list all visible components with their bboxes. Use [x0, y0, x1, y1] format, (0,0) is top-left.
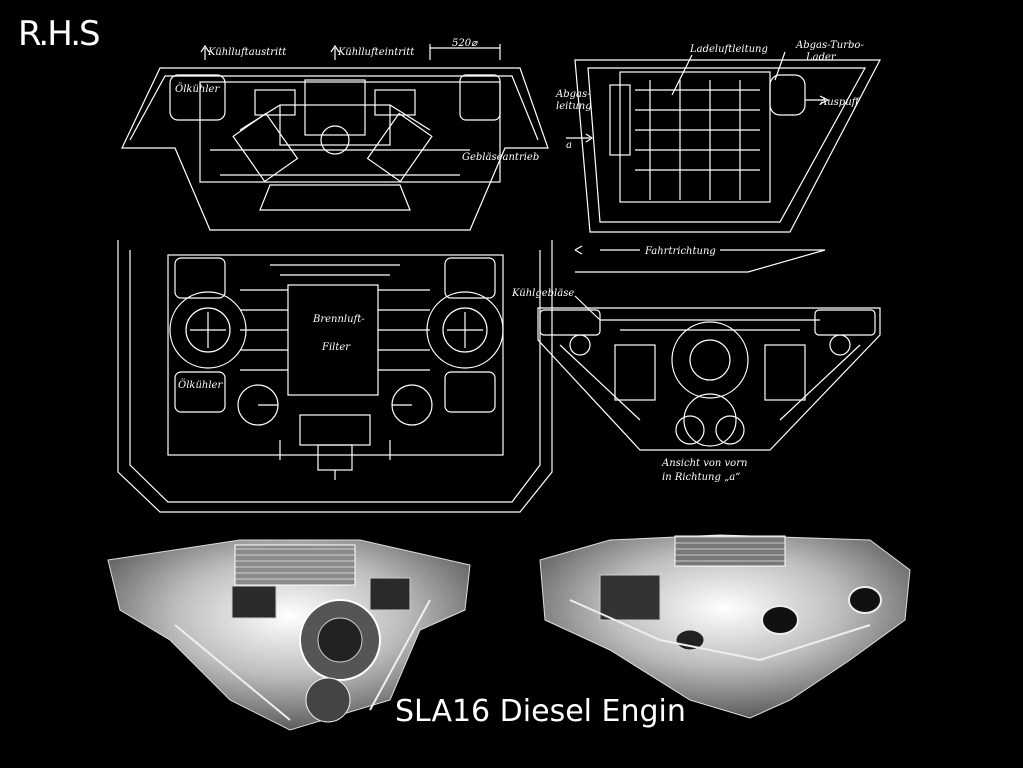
label-ansicht-2: in Richtung „a“	[662, 472, 740, 483]
label-auspuff: Auspuff	[819, 97, 861, 108]
label-kuehllufteintritt: Kühllufteintritt	[337, 47, 415, 58]
air-filter-box	[287, 284, 379, 396]
label-fahrtrichtung: Fahrtrichtung	[644, 246, 716, 257]
front-view-drawing	[537, 295, 881, 451]
label-leitung: leitung	[556, 101, 592, 112]
label-oelkuehler-top: Ölkühler	[175, 83, 220, 95]
label-geblaeseantrieb: Gebläseantrieb	[462, 152, 539, 163]
brand-logo-text: R.H.S	[18, 14, 101, 54]
label-kuehlgeblaese: Kühlgebläse	[511, 288, 574, 299]
label-abgas-turbo: Abgas-Turbo-	[795, 40, 864, 51]
label-kuehlluftaustritt: Kühlluftaustritt	[207, 47, 287, 58]
label-ansicht-1: Ansicht von vorn	[661, 458, 747, 469]
label-a: a	[566, 140, 572, 151]
label-filter: Filter	[321, 342, 351, 353]
label-brennluft: Brennluft-	[312, 314, 365, 325]
label-dimension: 520⌀	[452, 38, 478, 49]
engine-photo-left	[107, 539, 471, 731]
top-view-drawing	[121, 44, 549, 231]
label-abgas: Abgas-	[555, 89, 591, 100]
slide-caption: SLA16 Diesel Engin	[395, 694, 686, 729]
engine-photo-right	[539, 534, 911, 719]
label-lader: Lader	[805, 52, 837, 63]
engine-plan-drawing	[117, 240, 553, 513]
label-oelkuehler-bottom: Ölkühler	[178, 379, 223, 391]
label-ladeluftleitung: Ladeluftleitung	[689, 44, 768, 55]
side-view-drawing	[566, 51, 881, 273]
